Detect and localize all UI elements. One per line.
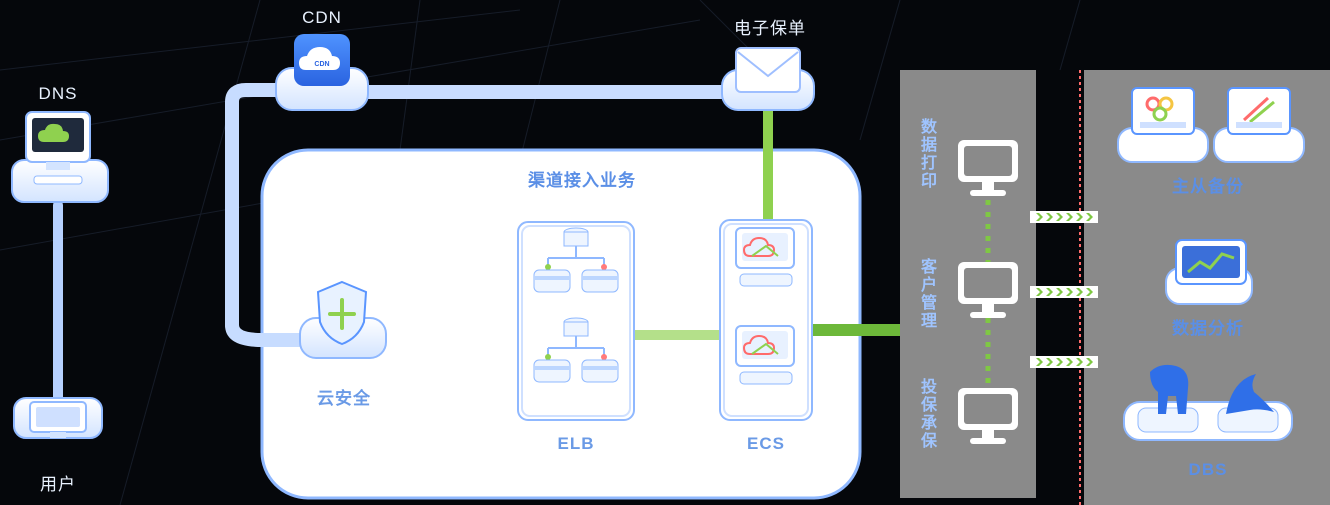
- ecs-cluster[interactable]: [719, 219, 813, 421]
- background-grid: [0, 0, 1081, 505]
- e-policy-label: 电子保单: [734, 19, 806, 38]
- cloud-security-node[interactable]: [299, 280, 387, 359]
- cdn-icon: [299, 47, 340, 70]
- ecs-label: ECS: [747, 434, 785, 453]
- server-monitor-icon: [735, 325, 795, 385]
- server-monitor-icon: [735, 227, 795, 287]
- user-node[interactable]: [13, 397, 103, 439]
- service-pc-print[interactable]: [958, 140, 1018, 196]
- service-pc-underwriting[interactable]: [958, 388, 1018, 444]
- load-balancer-icon: [533, 317, 619, 383]
- user-label: 用户: [40, 475, 76, 494]
- master-slave-backup-label: 主从备份: [1172, 177, 1244, 196]
- channel-access-title: 渠道接入业务: [528, 171, 636, 190]
- analysis-node[interactable]: [1165, 239, 1253, 305]
- dolphin-icon: [1226, 374, 1274, 414]
- service-label-print: 数据打印: [918, 118, 935, 190]
- e-policy-node[interactable]: [721, 47, 815, 111]
- elb-label: ELB: [557, 434, 595, 453]
- mail-icon: [735, 47, 801, 93]
- dns-label: DNS: [38, 84, 78, 103]
- cdn-badge-text: CDN: [314, 61, 329, 68]
- service-label-underwriting: 投保承保: [918, 378, 935, 450]
- cloud-security-label: 云安全: [317, 389, 371, 408]
- service-pc-customer[interactable]: [958, 262, 1018, 318]
- cloud-monitor-icon: [38, 123, 69, 142]
- data-arrows: [1030, 211, 1098, 368]
- service-label-customer: 客户管理: [918, 258, 935, 330]
- dbs-node[interactable]: [1123, 364, 1293, 441]
- backup-nodes[interactable]: [1117, 87, 1305, 163]
- dns-node[interactable]: [11, 111, 109, 203]
- cdn-label: CDN: [302, 8, 342, 27]
- elephant-icon: [1150, 364, 1189, 414]
- elb-cluster[interactable]: [517, 221, 635, 421]
- green-links: [375, 105, 906, 347]
- dbs-label: DBS: [1188, 460, 1228, 479]
- cdn-node[interactable]: CDN: [275, 34, 369, 111]
- data-analysis-label: 数据分析: [1172, 319, 1244, 338]
- load-balancer-icon: [533, 227, 619, 293]
